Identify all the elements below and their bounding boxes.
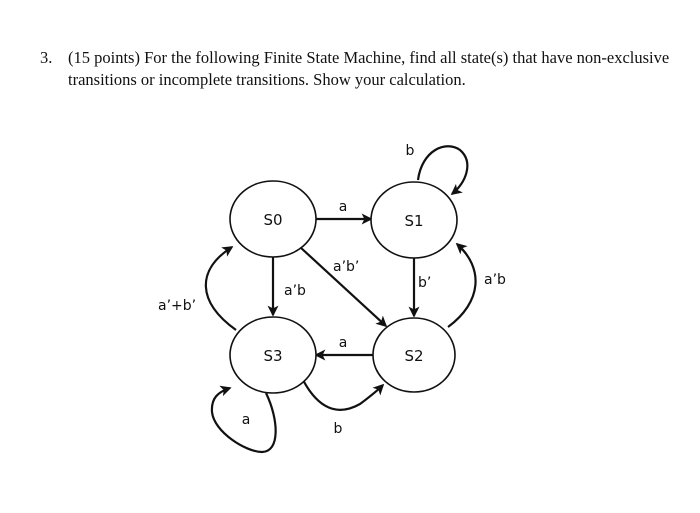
- edge-s0-s2: [299, 246, 388, 328]
- state-s2: S2: [372, 317, 456, 393]
- label-s3-s0: a’+b’: [158, 298, 196, 314]
- edge-s1-self-loop: [416, 145, 469, 196]
- state-s3: S3: [229, 316, 317, 394]
- state-s1-label: S1: [404, 212, 423, 230]
- label-s1-s2: b’: [418, 275, 431, 291]
- edge-s3-s2: [302, 379, 385, 411]
- state-s3-label: S3: [263, 347, 282, 365]
- label-s2-s1: a’b: [484, 272, 506, 288]
- label-s0-s1: a: [339, 199, 348, 215]
- edge-s3-self-loop: [210, 385, 277, 454]
- state-s0-label: S0: [263, 211, 282, 229]
- label-s0-s2: a’b’: [333, 259, 359, 275]
- state-s2-label: S2: [404, 347, 423, 365]
- label-s2-s3: a: [339, 335, 348, 351]
- state-s0: S0: [229, 180, 317, 258]
- label-s3-self-loop: a: [242, 412, 251, 428]
- label-s0-s3: a’b: [284, 283, 306, 299]
- question-text: (15 points) For the following Finite Sta…: [68, 48, 670, 89]
- question-number: 3.: [40, 48, 53, 67]
- state-s1: S1: [370, 181, 458, 259]
- edge-s3-s0: [204, 246, 237, 331]
- question-block: 3. (15 points) For the following Finite …: [40, 47, 680, 91]
- label-s1-self-loop: b: [406, 143, 415, 159]
- edge-s2-s1: [447, 242, 477, 328]
- label-s3-s2: b: [334, 421, 343, 437]
